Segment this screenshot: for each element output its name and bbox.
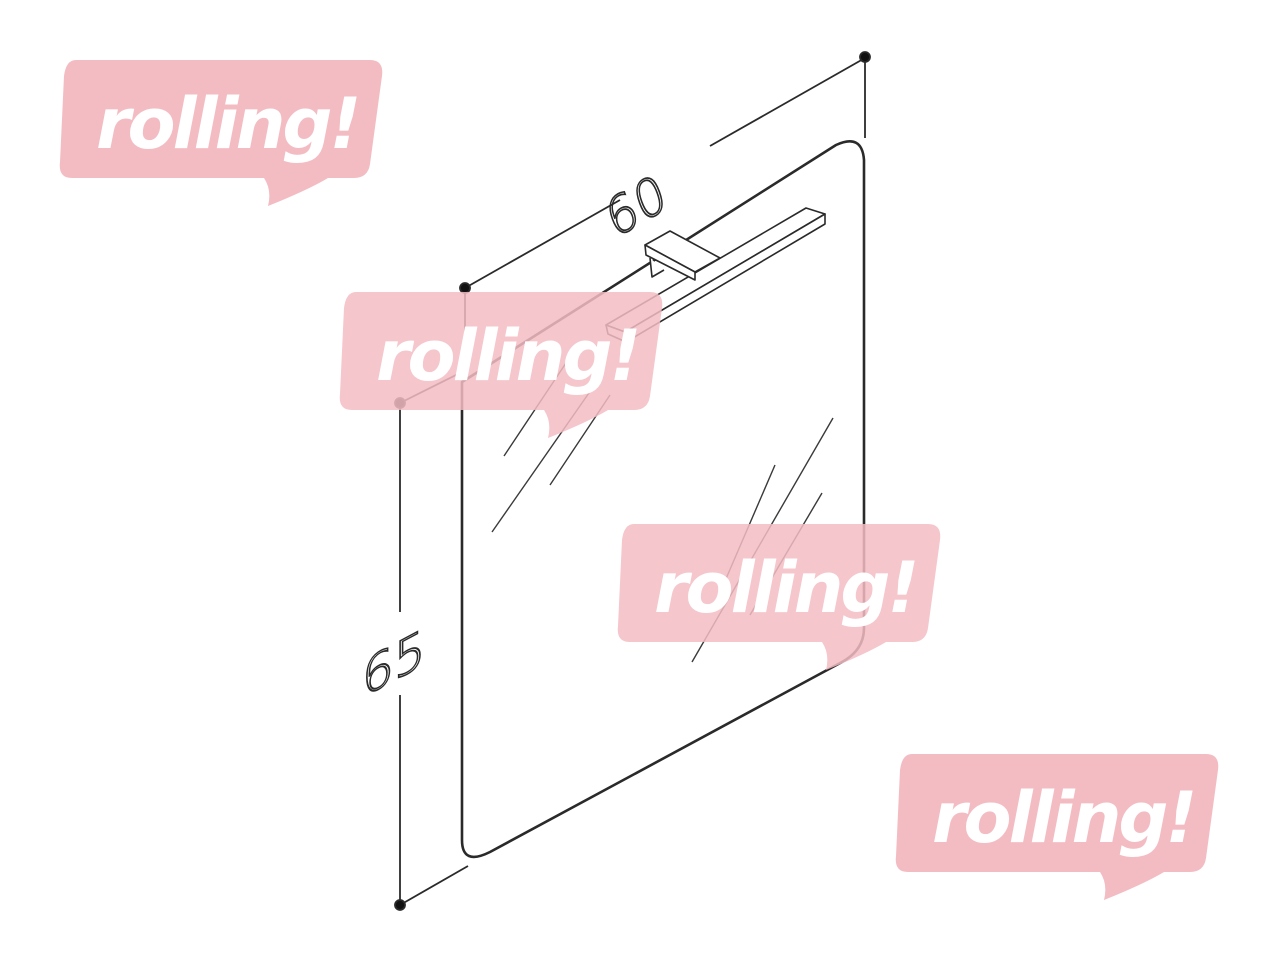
watermark-center: rolling!: [617, 524, 941, 670]
light-bar-mount-clip: [644, 230, 721, 281]
watermark-center-left: rolling!: [339, 292, 663, 438]
watermark-top-left: rolling!: [59, 60, 383, 206]
watermark-bottom-right: rolling!: [895, 754, 1219, 900]
watermark-text: rolling!: [376, 315, 638, 397]
height-label: 65: [362, 617, 426, 710]
watermark-text: rolling!: [932, 777, 1194, 859]
watermark-text: rolling!: [96, 83, 358, 165]
height-dimension: [394, 371, 469, 911]
watermark-text: rolling!: [654, 547, 916, 629]
